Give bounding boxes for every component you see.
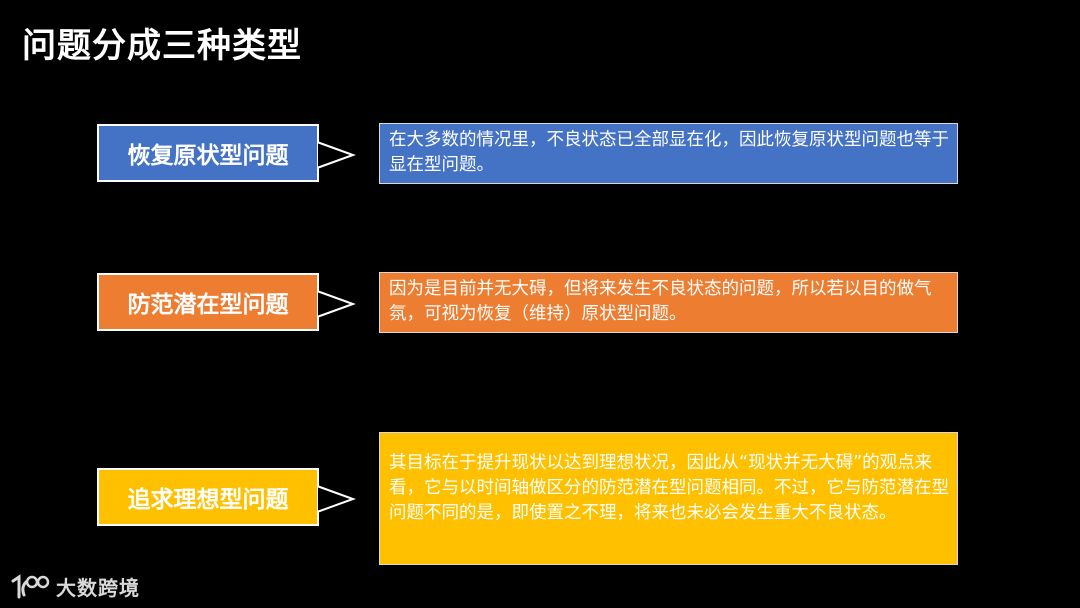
- pointer-arrow-icon: [317, 289, 356, 319]
- pointer-arrow-icon: [317, 140, 356, 170]
- problem-type-description: 在大多数的情况里，不良状态已全部显在化，因此恢复原状型问题也等于显在型问题。: [379, 123, 958, 184]
- problem-type-label: 恢复原状型问题: [97, 124, 319, 182]
- brand-logo: 大数跨境: [10, 572, 140, 601]
- problem-type-label: 追求理想型问题: [97, 468, 319, 526]
- problem-type-description: 其目标在于提升现状以达到理想状况，因此从“现状并无大碍”的观点来看，它与以时间轴…: [379, 432, 958, 565]
- page-title: 问题分成三种类型: [22, 26, 302, 66]
- brand-logo-icon: [11, 573, 50, 598]
- problem-type-description: 因为是目前并无大碍，但将来发生不良状态的问题，所以若以目的做气氛，可视为恢复（维…: [379, 272, 958, 333]
- brand-logo-text: 大数跨境: [56, 576, 140, 600]
- problem-type-label: 防范潜在型问题: [97, 273, 319, 331]
- pointer-arrow-icon: [317, 484, 356, 514]
